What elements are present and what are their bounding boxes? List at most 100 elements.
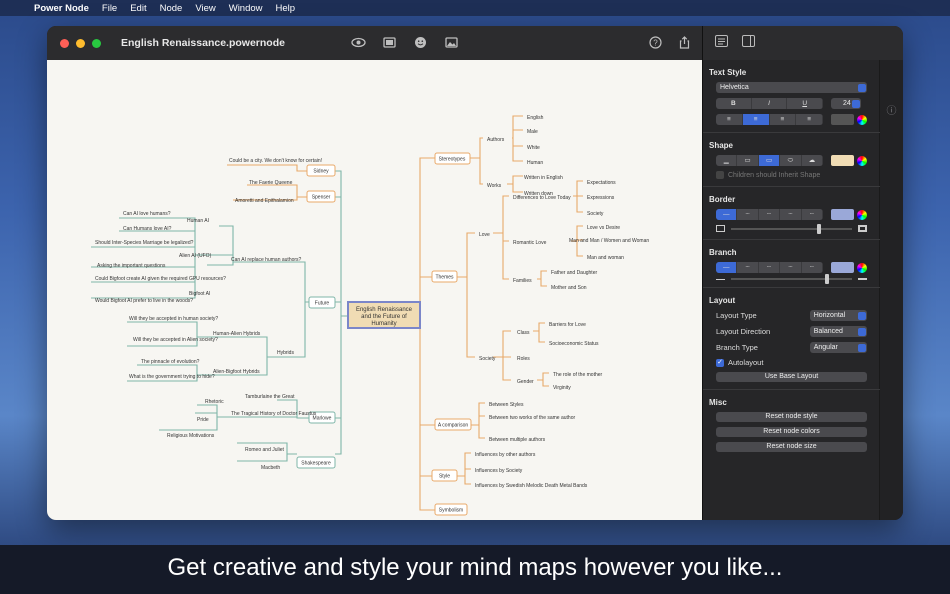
eye-icon[interactable] [351,35,366,50]
shape-rect-option[interactable]: ▭ [737,155,759,166]
shape-rounded-option[interactable]: ▭ [758,155,781,166]
branch-color-wheel-icon[interactable] [857,262,867,273]
fill-color-swatch[interactable] [831,155,854,166]
branch-color-swatch[interactable] [831,262,854,273]
text-color-swatch[interactable] [831,114,854,125]
inherit-shape-checkbox[interactable] [716,171,724,179]
branch-none-option[interactable]: ┄ [802,262,823,273]
map-style-icon[interactable] [886,84,898,96]
close-button[interactable] [60,38,69,48]
branch-type-select[interactable]: Angular [809,342,867,353]
node-diff-0: Expectations [587,180,616,186]
use-base-layout-button[interactable]: Use Base Layout [716,372,867,382]
node-romantic-1: Man and Man / Women and Woman [569,238,649,244]
zoom-button[interactable] [92,38,101,48]
image-icon[interactable] [444,35,459,50]
fill-color-wheel-icon[interactable] [857,155,867,166]
reset-node-colors-button[interactable]: Reset node colors [716,427,867,437]
node-diff-1: Expressions [587,195,615,201]
reset-node-style-button[interactable]: Reset node style [716,412,867,422]
node-romantic-0: Love vs Desire [587,225,620,231]
branch-dashdot-option[interactable]: ┄ [780,262,802,273]
node-families-1: Mother and Son [551,285,587,291]
italic-button[interactable]: I [752,98,788,109]
border-none-option[interactable]: ┄ [802,209,823,220]
border-color-wheel-icon[interactable] [857,209,867,220]
minimize-button[interactable] [76,38,85,48]
font-select[interactable]: Helvetica [716,82,867,93]
node-sidney-note: Could be a city. We don't know for certa… [229,158,322,164]
thin-border-icon [716,225,725,232]
node-style-2: Influences by Swedish Melodic Death Meta… [475,483,588,489]
menu-view[interactable]: View [195,2,216,14]
text-color-wheel-icon[interactable] [857,114,867,125]
inspector-panel: ⓘ Text Style Helvetica B I U 24 ≡ ≡ ≡ ≡ [702,26,903,520]
thin-line-icon [716,278,725,280]
shape-underline-option[interactable]: ▁ [716,155,738,166]
node-work-1: Written down [524,191,553,197]
branch-dot-option[interactable]: ┄ [759,262,781,273]
node-roles: Roles [517,356,530,362]
outline-icon[interactable] [715,34,728,52]
node-comparison-1: Between two works of the same author [489,415,575,421]
shape-cloud-option[interactable]: ☁ [802,155,823,166]
bold-button[interactable]: B [716,98,752,109]
node-alien-bigfoot: Alien-Bigfoot Hybrids [213,369,260,375]
title-bar: English Renaissance.powernode ? [47,26,702,60]
border-solid-option[interactable]: — [716,209,738,220]
menu-app-name[interactable]: Power Node [34,2,89,14]
text-style-title: Text Style [709,68,747,77]
node-themes: Themes [435,275,454,281]
node-human-alien-0: Will they be accepted in human society? [129,316,218,322]
menu-edit[interactable]: Edit [130,2,147,14]
node-marlowe: Marlowe [313,416,332,422]
autolayout-checkbox[interactable]: ✓ [716,358,724,367]
node-human-ai: Human AI [187,218,209,224]
menu-file[interactable]: File [101,2,118,14]
border-width-slider[interactable] [730,223,853,234]
node-marlowe-0: Tamburlaine the Great [245,394,295,400]
node-alien-ai-1: Asking the important questions [97,263,166,269]
align-center-button[interactable]: ≡ [742,114,770,125]
emoji-icon[interactable] [413,35,428,50]
share-icon[interactable] [677,35,692,50]
sidebar-toggle-icon[interactable] [742,34,755,52]
menu-node[interactable]: Node [159,2,183,14]
shape-title: Shape [709,141,734,150]
align-right-button[interactable]: ≡ [770,114,797,125]
info-icon[interactable]: ⓘ [886,106,897,117]
node-class: Class [517,330,530,336]
presentation-icon[interactable] [382,35,397,50]
underline-button[interactable]: U [787,98,823,109]
node-alien-bigfoot-1: What is the government trying to hide? [129,374,215,380]
align-justify-button[interactable]: ≡ [796,114,823,125]
node-bigfoot-ai-1: Would Bigfoot AI prefer to live in the w… [95,298,193,304]
node-author-3: Human [527,160,543,166]
node-human-ai-0: Can AI love humans? [123,211,171,217]
menu-window[interactable]: Window [228,2,263,14]
help-icon[interactable]: ? [648,35,663,50]
promo-caption: Get creative and style your mind maps ho… [0,545,950,594]
menu-help[interactable]: Help [275,2,296,14]
border-dot-option[interactable]: ┄ [759,209,781,220]
node-spenser-1: Amoretti and Epithalamion [235,198,294,204]
border-dashdot-option[interactable]: ┄ [780,209,802,220]
style-brush-icon[interactable] [886,66,898,78]
reset-node-size-button[interactable]: Reset node size [716,442,867,452]
node-hybrids: Hybrids [277,350,294,356]
shape-ellipse-option[interactable]: ⬭ [780,155,802,166]
border-color-swatch[interactable] [831,209,854,220]
align-left-button[interactable]: ≡ [716,114,743,125]
branch-width-slider[interactable] [730,274,853,284]
branch-solid-option[interactable]: — [716,262,738,273]
font-size-field[interactable]: 24 [831,98,861,109]
branch-dash-option[interactable]: ┄ [737,262,759,273]
layout-type-select[interactable]: Horizontal [809,310,867,321]
node-works: Works [487,183,502,189]
node-shakespeare: Shakespeare [301,461,331,467]
border-dash-option[interactable]: ┄ [737,209,759,220]
layout-direction-select[interactable]: Balanced [809,326,867,337]
autolayout-label: Autolayout [728,358,764,367]
